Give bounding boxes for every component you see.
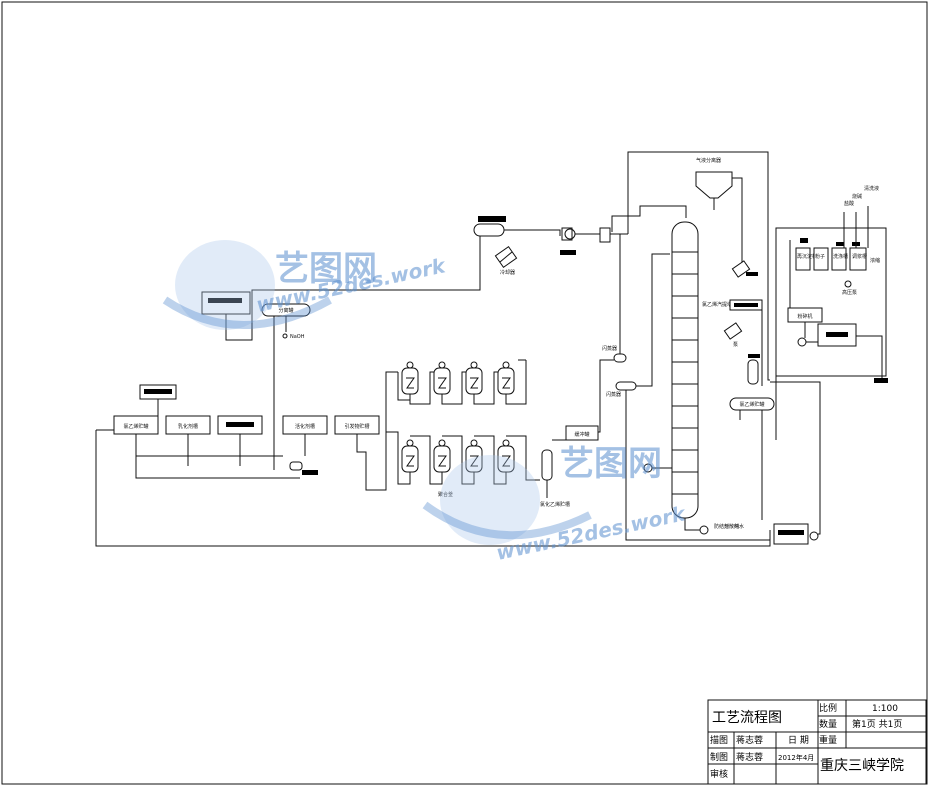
concentrate-label: 浓缩 <box>870 257 880 264</box>
caustic-label: 烧碱 <box>852 193 862 200</box>
date-value: 2012年4月 <box>778 753 814 762</box>
naoh-label: NaOH <box>290 334 305 340</box>
washing-tank: 洗涤槽 <box>831 247 848 271</box>
black-vessel-fill <box>208 298 242 303</box>
column-label: 氯乙烯汽提塔 <box>702 301 732 308</box>
emulsifier-label: 乳化剂槽 <box>178 423 198 430</box>
quantity-label: 数量 <box>819 718 837 730</box>
bottom-label-3: 纯水 <box>734 523 744 530</box>
activator-tank: 活化剂槽 <box>282 415 328 435</box>
flash-1-label: 闪蒸器 <box>602 345 617 352</box>
pump-slurry <box>809 531 819 541</box>
crusher-label: 粉碎机 <box>797 313 812 320</box>
cooler-right-tag <box>746 272 758 276</box>
compressor <box>561 227 573 241</box>
activator-label: 活化剂槽 <box>295 423 315 430</box>
cooler <box>499 251 513 263</box>
date-label: 日 期 <box>788 735 809 746</box>
neutralizing-tank: 再沉淀槽 <box>795 247 817 271</box>
polymerizer-row-top <box>397 359 527 405</box>
tag-fill <box>144 389 172 394</box>
crusher: 粉碎机 <box>787 307 823 323</box>
mix-tank: 调浆槽 <box>849 247 867 271</box>
polymerizer-label: 聚合釜 <box>438 491 453 498</box>
bottom-label-2: 分散剂 <box>724 523 739 530</box>
top-drum <box>473 223 505 237</box>
emulsifier-tank: 乳化剂槽 <box>165 415 211 435</box>
stripping-column: 氯乙烯汽提塔 <box>671 221 732 519</box>
watermark-brand-bottom: 艺图网 <box>560 444 662 484</box>
watermark-brand-top: 艺图网 <box>275 249 377 289</box>
washing-label: 洗涤槽 <box>833 253 848 260</box>
sheet-info: 第1页 共1页 <box>852 718 902 730</box>
top-drum-tag <box>478 216 506 222</box>
mixer <box>289 461 303 471</box>
crusher-pump <box>797 337 807 347</box>
vcm-storage-tank: 氯乙烯贮罐 <box>113 415 159 435</box>
vcm-storage-label: 氯乙烯贮罐 <box>123 423 148 430</box>
drying-frame <box>775 227 887 377</box>
initiator-storage: 引发物贮槽 <box>334 415 380 435</box>
small-vessel <box>747 359 759 385</box>
buffer-tank: 缓冲罐 <box>565 425 599 441</box>
pump-b-label: 泵 <box>733 342 738 348</box>
tank-tag-2 <box>836 242 844 246</box>
scale-value: 1:100 <box>872 704 898 714</box>
dryer: 粉子 <box>813 247 829 271</box>
mixer-tag <box>302 470 318 475</box>
buffer-label: 缓冲罐 <box>574 431 589 438</box>
pump-b-tag <box>748 354 760 358</box>
dryer-label: 粉子 <box>815 253 825 260</box>
drawn-label: 描图 <box>710 734 728 746</box>
review-label: 审核 <box>710 768 728 780</box>
vcm-storage-right: 氯乙烯贮罐 <box>729 397 775 411</box>
wash-liquid-label: 清洗液 <box>864 185 879 192</box>
title-block: 工艺流程图 比例 1:100 数量 第1页 共1页 重量 描图 蒋志蓉 日 期 … <box>707 699 927 785</box>
flash-2-label: 闪蒸器 <box>606 391 621 398</box>
compressor-tag <box>560 250 576 255</box>
tank-tag-1 <box>800 238 808 243</box>
designed-label: 制图 <box>710 751 728 763</box>
watermark-top: 艺图网 www.52des.work <box>162 240 449 330</box>
vcm-right-label: 氯乙烯贮罐 <box>739 401 764 408</box>
school-name: 重庆三峡学院 <box>820 758 904 774</box>
black-tank <box>217 415 263 435</box>
separator-label: 分离罐 <box>278 307 293 314</box>
recovery-label: 氯化乙烯贮槽 <box>540 501 570 508</box>
flash-drum-1: 闪蒸器 <box>602 345 627 363</box>
gls-label: 气液分离器 <box>696 157 721 164</box>
pump-bottom <box>699 525 709 535</box>
hp-pump-label: 高压泵 <box>842 289 857 296</box>
cooler-label: 冷却器 <box>500 269 515 276</box>
scale-label: 比例 <box>819 702 837 714</box>
high-pressure-pump <box>844 280 852 288</box>
gas-liquid-separator: 气液分离器 <box>695 157 733 199</box>
neutralizing-label: 再沉淀槽 <box>797 253 817 260</box>
designed-by: 蒋志蓉 <box>736 751 763 763</box>
weight-label: 重量 <box>819 734 837 746</box>
mix-label: 调浆槽 <box>852 253 867 260</box>
separator: 分离罐 <box>261 303 311 317</box>
flash-drum-2: 闪蒸器 <box>606 381 637 398</box>
initiator-label: 引发物贮槽 <box>344 423 369 430</box>
polymerizer-row-bottom: 聚合釜 <box>386 431 540 498</box>
drawing-title: 工艺流程图 <box>712 710 782 726</box>
bottom-label-1: 防结剂 <box>714 523 729 530</box>
end-tag <box>874 378 888 383</box>
valve-block <box>599 227 611 243</box>
drawn-by: 蒋志蓉 <box>736 734 763 746</box>
hydrochloric-label: 盐酸 <box>844 200 854 207</box>
